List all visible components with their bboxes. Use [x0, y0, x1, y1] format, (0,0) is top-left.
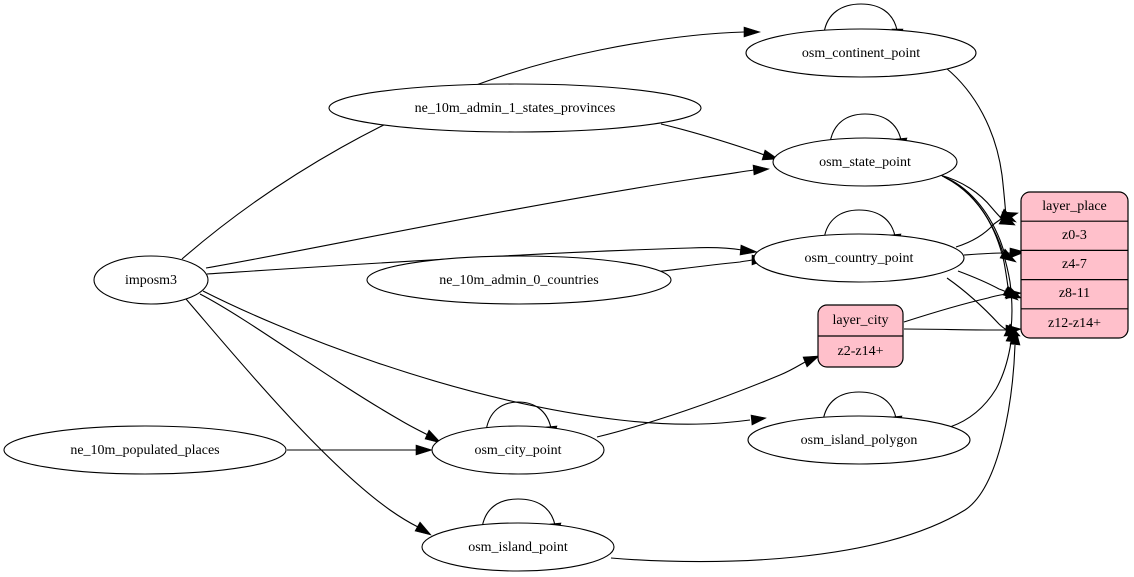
edge-osm-state-point-to-layer-place-z8-11: [943, 176, 1019, 301]
node-imposm3[interactable]: imposm3: [93, 255, 209, 305]
node-ne-10m-populated-places[interactable]: ne_10m_populated_places: [3, 425, 287, 475]
record-node-layer-city[interactable]: layer_city z2-z14+: [817, 304, 904, 368]
edge-ne-countries-to-osm-country-point: [654, 254, 770, 273]
record-layer: layer_place z0-3 z4-7 z8-11 z12-z14+ lay…: [817, 191, 1129, 368]
edge-imposm3-to-osm-island-polygon: [202, 290, 767, 426]
edge-imposm3-to-osm-country-point: [206, 244, 759, 275]
node-osm-state-point[interactable]: osm_state_point: [772, 137, 958, 187]
edge-ne-populated-to-osm-city-point: [287, 444, 434, 456]
edge-osm-country-point-to-layer-place-z0-3: [955, 211, 1019, 248]
node-label-osm-state-point: osm_state_point: [819, 155, 911, 170]
record-title-layer-place: layer_place: [1042, 199, 1107, 214]
edge-ne-states-to-osm-state-point: [660, 123, 779, 161]
edge-imposm3-to-osm-city-point: [199, 293, 442, 444]
record-row-layer-city-0[interactable]: z2-z14+: [838, 344, 884, 359]
record-row-layer-place-1[interactable]: z4-7: [1062, 257, 1087, 272]
edge-layer-city-to-layer-place-z8-11: [903, 288, 1022, 323]
node-osm-continent-point[interactable]: osm_continent_point: [745, 28, 977, 78]
record-row-layer-place-2[interactable]: z8-11: [1059, 286, 1090, 301]
edge-osm-island-polygon-to-layer-place-z12-z14: [949, 326, 1017, 428]
node-layer: imposm3 ne_10m_admin_1_states_provinces …: [3, 28, 977, 572]
edge-layer-city-to-layer-place-z12-z14: [903, 324, 1022, 336]
node-label-ne-populated: ne_10m_populated_places: [70, 443, 219, 458]
record-node-layer-place[interactable]: layer_place z0-3 z4-7 z8-11 z12-z14+: [1020, 191, 1129, 339]
edge-imposm3-to-osm-continent-point: [181, 26, 762, 260]
node-label-imposm3: imposm3: [125, 273, 177, 288]
node-label-ne-states: ne_10m_admin_1_states_provinces: [415, 101, 616, 116]
edge-imposm3-to-osm-state-point: [205, 164, 770, 269]
edge-osm-city-point-to-layer-city-z2-z14: [596, 355, 820, 438]
node-label-osm-continent-point: osm_continent_point: [802, 46, 920, 61]
node-label-ne-countries: ne_10m_admin_0_countries: [439, 273, 598, 288]
node-label-osm-city-point: osm_city_point: [474, 443, 561, 458]
node-label-osm-island-polygon: osm_island_polygon: [801, 433, 918, 448]
record-row-layer-place-0[interactable]: z0-3: [1062, 228, 1087, 243]
edge-osm-continent-point-to-layer-place-z0-3: [945, 67, 1017, 223]
edge-osm-island-point-to-layer-place-z12-z14: [610, 329, 1021, 563]
edge-osm-country-point-to-layer-place-z4-7: [963, 247, 1026, 259]
record-title-layer-city: layer_city: [833, 313, 889, 328]
node-ne-10m-admin-0-countries[interactable]: ne_10m_admin_0_countries: [366, 255, 672, 305]
node-label-osm-country-point: osm_country_point: [805, 251, 914, 266]
record-row-layer-place-3[interactable]: z12-z14+: [1048, 316, 1101, 331]
node-osm-island-point[interactable]: osm_island_point: [421, 522, 615, 572]
node-osm-city-point[interactable]: osm_city_point: [431, 425, 605, 475]
node-label-osm-island-point: osm_island_point: [468, 540, 568, 555]
node-osm-island-polygon[interactable]: osm_island_polygon: [747, 415, 971, 465]
edge-imposm3-to-osm-island-point: [185, 298, 432, 536]
node-osm-country-point[interactable]: osm_country_point: [753, 233, 965, 283]
node-ne-10m-admin-1-states-provinces[interactable]: ne_10m_admin_1_states_provinces: [328, 83, 702, 133]
